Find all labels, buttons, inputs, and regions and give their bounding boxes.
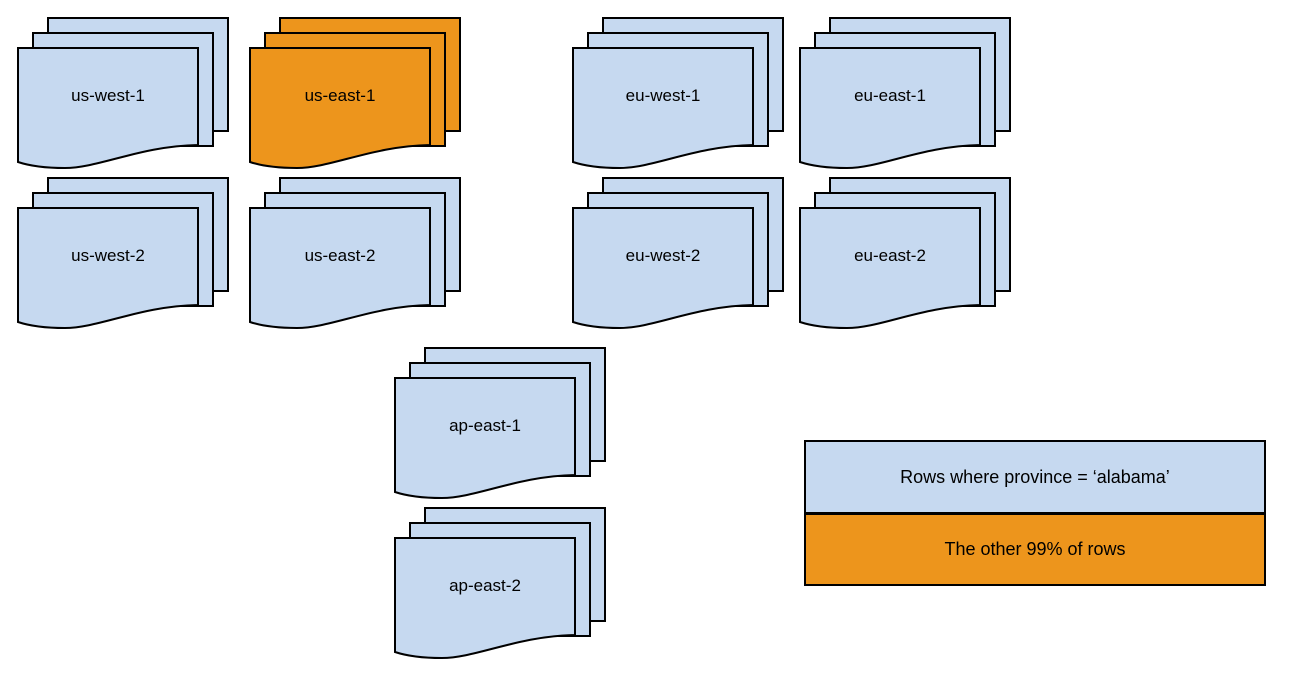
stack-sheet-front: [799, 47, 981, 170]
data-stack-eu-west-1[interactable]: [572, 17, 784, 170]
data-stack-ap-east-1[interactable]: [394, 347, 606, 500]
legend-orange: The other 99% of rows: [804, 513, 1266, 586]
data-stack-us-west-2[interactable]: [17, 177, 229, 330]
stack-sheet-front: [17, 207, 199, 330]
legend-orange-label: The other 99% of rows: [944, 539, 1126, 559]
data-stack-eu-west-2[interactable]: [572, 177, 784, 330]
stack-sheet-front: [249, 207, 431, 330]
stack-sheet-front: [249, 47, 431, 170]
data-stack-eu-east-2[interactable]: [799, 177, 1011, 330]
stack-sheet-front: [394, 377, 576, 500]
data-stack-ap-east-2[interactable]: [394, 507, 606, 660]
stack-sheet-front: [572, 47, 754, 170]
data-stack-us-west-1[interactable]: [17, 17, 229, 170]
stack-sheet-front: [394, 537, 576, 660]
legend-blue-label: Rows where province = ‘alabama’: [900, 466, 1170, 487]
data-stack-us-east-1[interactable]: [249, 17, 461, 170]
stack-sheet-front: [799, 207, 981, 330]
stack-sheet-front: [17, 47, 199, 170]
data-stack-eu-east-1[interactable]: [799, 17, 1011, 170]
legend-blue: Rows where province = ‘alabama’: [804, 440, 1266, 514]
stack-sheet-front: [572, 207, 754, 330]
data-stack-us-east-2[interactable]: [249, 177, 461, 330]
